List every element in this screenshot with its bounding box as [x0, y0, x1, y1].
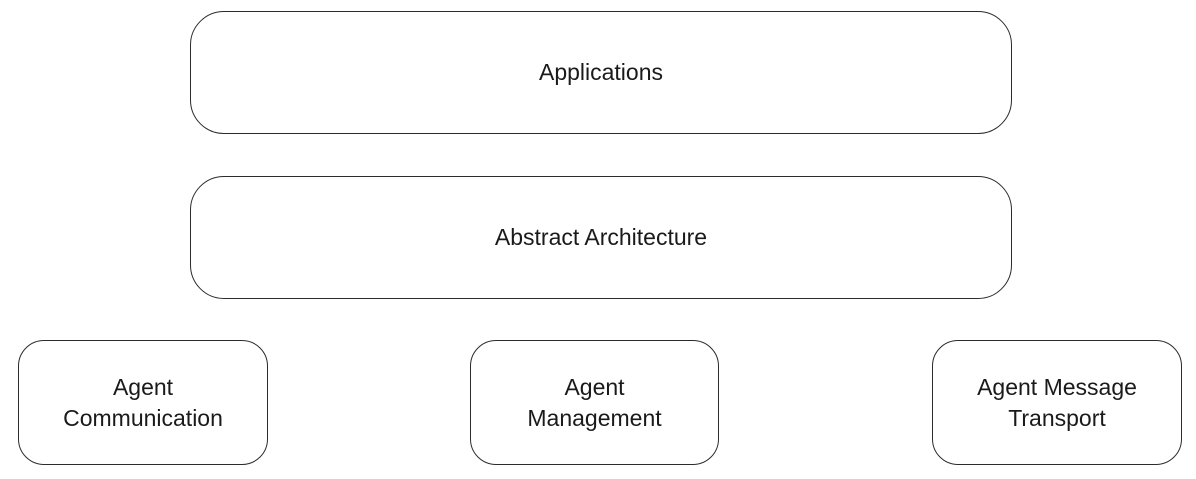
agent-management-text: Agent Management: [527, 372, 661, 434]
agent-communication-box: Agent Communication: [18, 340, 268, 465]
agent-communication-text: Agent Communication: [63, 372, 223, 434]
agent-management-line-2: Management: [527, 404, 662, 431]
agent-message-transport-box: Agent Message Transport: [932, 340, 1182, 465]
applications-label: Applications: [538, 59, 664, 85]
agent-message-transport-line-1: Agent Message: [977, 373, 1137, 400]
abstract-architecture-label: Abstract Architecture: [494, 224, 708, 250]
agent-communication-line-2: Communication: [63, 404, 223, 431]
applications-layer-box: Applications: [190, 11, 1012, 134]
agent-management-box: Agent Management: [470, 340, 719, 465]
agent-message-transport-text: Agent Message Transport: [977, 372, 1137, 434]
abstract-architecture-layer-box: Abstract Architecture: [190, 176, 1012, 299]
agent-communication-line-1: Agent: [112, 373, 174, 400]
agent-message-transport-line-2: Transport: [1008, 404, 1106, 431]
agent-management-line-1: Agent: [564, 373, 625, 400]
